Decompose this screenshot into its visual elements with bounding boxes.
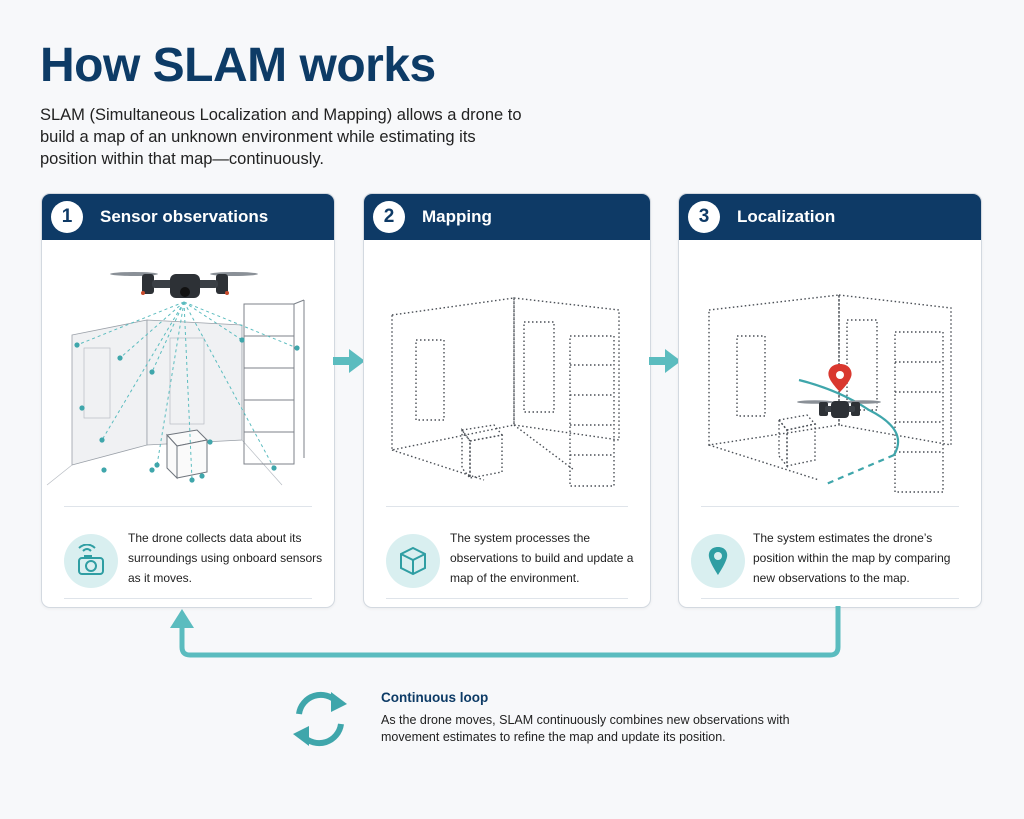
step-header: 3 Localization bbox=[679, 194, 981, 240]
step-header: 2 Mapping bbox=[364, 194, 650, 240]
point-cloud-map-illustration bbox=[391, 297, 620, 487]
loop-description: As the drone moves, SLAM continuously co… bbox=[381, 713, 790, 744]
step-number-badge: 1 bbox=[51, 201, 83, 233]
location-pin-icon bbox=[691, 534, 745, 588]
location-pin-icon bbox=[828, 364, 852, 392]
localization-illustration bbox=[708, 294, 952, 493]
sensor-observations-illustration bbox=[46, 272, 305, 486]
arrow-right-icon bbox=[649, 349, 681, 373]
divider bbox=[64, 598, 312, 599]
page-title: How SLAM works bbox=[40, 39, 436, 92]
step-card-sensor-observations: 1 Sensor observations bbox=[41, 193, 335, 608]
refresh-cycle-icon bbox=[293, 691, 347, 747]
step-number-badge: 2 bbox=[373, 201, 405, 233]
drone-icon bbox=[110, 272, 258, 298]
step-title: Mapping bbox=[422, 207, 492, 226]
step-number-badge: 3 bbox=[688, 201, 720, 233]
step-description: The system estimates the drone’s positio… bbox=[753, 531, 951, 585]
loop-title: Continuous loop bbox=[381, 690, 489, 705]
camera-sensor-icon bbox=[64, 534, 118, 588]
step-card-localization: 3 Localization bbox=[678, 193, 982, 608]
step-description: The drone collects data about its surrou… bbox=[128, 531, 323, 585]
divider bbox=[701, 598, 959, 599]
divider bbox=[386, 506, 628, 507]
step-card-mapping: 2 Mapping The system processes the ob bbox=[363, 193, 651, 608]
divider bbox=[701, 506, 959, 507]
divider bbox=[386, 598, 628, 599]
step-title: Sensor observations bbox=[100, 207, 269, 226]
step-header: 1 Sensor observations bbox=[42, 194, 334, 240]
intro-text: SLAM (Simultaneous Localization and Mapp… bbox=[40, 106, 522, 168]
step-description: The system processes the observations to… bbox=[450, 531, 634, 585]
drone-icon bbox=[797, 400, 881, 418]
cube-map-icon bbox=[386, 534, 440, 588]
arrow-right-icon bbox=[333, 349, 365, 373]
step-title: Localization bbox=[737, 207, 836, 226]
divider bbox=[64, 506, 312, 507]
